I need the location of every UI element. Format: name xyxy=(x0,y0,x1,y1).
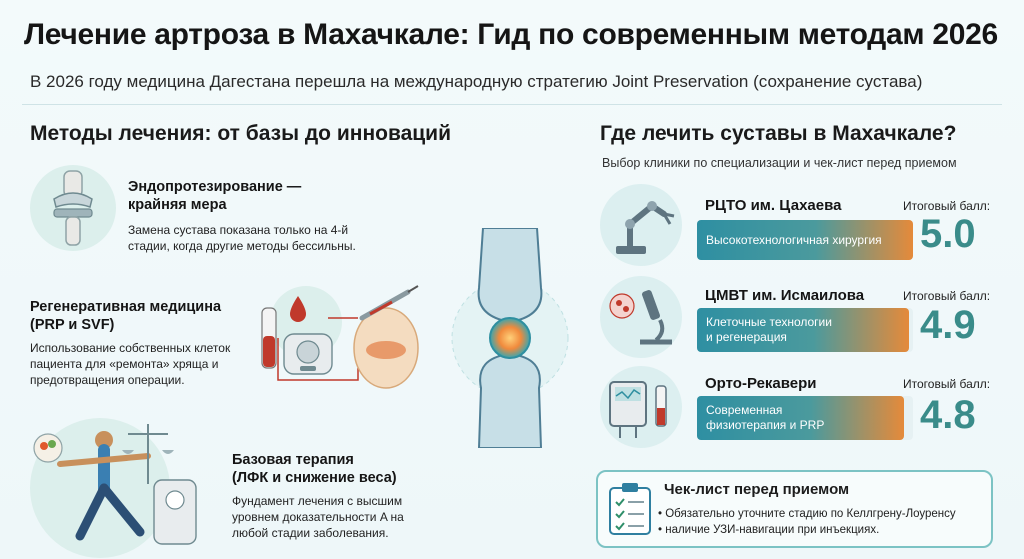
method-title: Регенеративная медицина (PRP и SVF) xyxy=(30,298,270,334)
page-title: Лечение артроза в Махачкале: Гид по совр… xyxy=(24,18,998,51)
robot-arm-icon xyxy=(600,184,682,266)
score-label: Итоговый балл: xyxy=(903,199,991,213)
method-title: Базовая терапия (ЛФК и снижение веса) xyxy=(232,451,432,487)
spec-line: Современная xyxy=(706,403,783,417)
clinics-subheading: Выбор клиники по специализации и чек-лис… xyxy=(602,156,957,170)
method-title-line: Базовая терапия xyxy=(232,452,354,468)
method-desc-line: любой стадии заболевания. xyxy=(232,526,389,540)
method-desc-line: предотвращения операции. xyxy=(30,373,185,387)
scale-icon xyxy=(153,479,197,545)
method-desc-line: стадии, когда другие методы бессильны. xyxy=(128,239,356,253)
clinic-name: Орто-Рекавери xyxy=(705,375,817,392)
checklist-item: • наличие УЗИ-навигации при инъекциях. xyxy=(658,524,880,536)
method-title-line: Регенеративная медицина xyxy=(30,299,222,315)
method-desc-line: Замена сустава показана только на 4-й xyxy=(128,223,349,237)
clinic-specialization: Высокотехнологичная хирургия xyxy=(706,232,882,247)
header-divider xyxy=(22,104,1002,105)
method-title-line: Эндопротезирование — xyxy=(128,179,302,195)
food-bowl-icon xyxy=(33,433,63,463)
method-desc-line: Фундамент лечения с высшим xyxy=(232,494,403,508)
clinic-specialization-bar: Современная физиотерапия и PRP xyxy=(697,396,904,440)
checklist-item: • Обязательно уточните стадию по Келлгре… xyxy=(658,508,956,520)
medical-equipment-icon xyxy=(600,366,682,448)
knee-implant-icon xyxy=(53,170,93,246)
knee-implant-illustration xyxy=(30,165,116,251)
method-desc-line: пациента для «ремонта» хряща и xyxy=(30,357,219,371)
clinic-name: РЦТО им. Цахаева xyxy=(705,197,842,214)
lower-bone-icon xyxy=(477,352,543,449)
upper-bone-icon xyxy=(477,227,543,324)
clinic-specialization-bar: Клеточные технологии и регенерация xyxy=(697,308,909,352)
method-title: Эндопротезирование — крайняя мера xyxy=(128,178,388,214)
checklist-box: Чек-лист перед приемом • Обязательно уто… xyxy=(596,470,993,548)
methods-heading: Методы лечения: от базы до инноваций xyxy=(30,122,451,145)
method-description: Использование собственных клеток пациент… xyxy=(30,340,270,388)
clinic-specialization: Клеточные технологии и регенерация xyxy=(706,315,832,345)
method-description: Замена сустава показана только на 4-й ст… xyxy=(128,222,388,254)
page-subtitle: В 2026 году медицина Дагестана перешла н… xyxy=(30,72,923,91)
clipboard-icon xyxy=(609,483,651,535)
spec-line: Клеточные технологии xyxy=(706,315,832,329)
checklist-items: • Обязательно уточните стадию по Келлгре… xyxy=(658,506,988,538)
cartilage-glow-icon xyxy=(489,317,531,359)
joint-illustration xyxy=(445,227,575,449)
method-desc-line: уровнем доказательности A на xyxy=(232,510,404,524)
microscope-icon xyxy=(600,276,682,358)
method-base-therapy: Базовая терапия (ЛФК и снижение веса) Фу… xyxy=(232,451,432,541)
clinics-heading: Где лечить суставы в Махачкале? xyxy=(600,122,957,145)
prp-illustration xyxy=(258,278,428,398)
method-title-line: крайняя мера xyxy=(128,197,227,213)
clinic-name: ЦМВТ им. Исмаилова xyxy=(705,287,865,304)
method-endoprosthesis: Эндопротезирование — крайняя мера Замена… xyxy=(128,178,388,254)
clinic-specialization-bar: Высокотехнологичная хирургия xyxy=(697,220,913,260)
clinic-specialization: Современная физиотерапия и PRP xyxy=(706,403,824,433)
method-desc-line: Использование собственных клеток xyxy=(30,341,231,355)
score-label: Итоговый балл: xyxy=(903,289,991,303)
exercise-illustration xyxy=(30,418,197,558)
spec-line: и регенерация xyxy=(706,330,787,344)
blood-drop-icon xyxy=(290,296,306,322)
clinic-score: 5.0 xyxy=(920,212,976,256)
person-icon xyxy=(95,431,113,449)
spec-line: физиотерапия и PRP xyxy=(706,418,825,432)
method-title-line: (ЛФК и снижение веса) xyxy=(232,470,397,486)
method-description: Фундамент лечения с высшим уровнем доказ… xyxy=(232,493,432,541)
clinic-score: 4.9 xyxy=(920,303,976,347)
method-regenerative: Регенеративная медицина (PRP и SVF) Испо… xyxy=(30,298,270,388)
clinic-score: 4.8 xyxy=(920,393,976,437)
checklist-title: Чек-лист перед приемом xyxy=(664,481,850,498)
score-label: Итоговый балл: xyxy=(903,377,991,391)
method-title-line: (PRP и SVF) xyxy=(30,317,115,333)
